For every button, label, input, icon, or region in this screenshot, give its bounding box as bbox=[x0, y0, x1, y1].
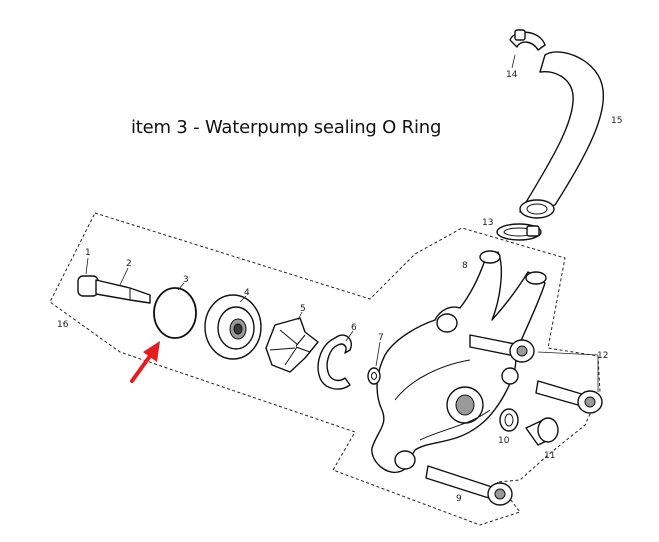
callout-1: 1 bbox=[85, 248, 91, 258]
callout-13: 13 bbox=[482, 218, 493, 228]
circlip-part-6 bbox=[317, 330, 354, 390]
plug-part-11 bbox=[525, 417, 559, 446]
pump-housing-part-8 bbox=[371, 250, 547, 474]
highlight-arrow bbox=[130, 341, 160, 383]
callout-8: 8 bbox=[462, 261, 468, 271]
callout-6: 6 bbox=[351, 323, 357, 333]
impeller-part-5 bbox=[265, 311, 319, 373]
washer-part-10 bbox=[499, 408, 519, 432]
callout-15: 15 bbox=[611, 116, 622, 126]
callout-11: 11 bbox=[544, 451, 555, 461]
hose-part-15 bbox=[519, 51, 605, 219]
bolts-part-12 bbox=[469, 334, 603, 414]
diagram-caption: item 3 - Waterpump sealing O Ring bbox=[131, 117, 442, 138]
callout-16: 16 bbox=[57, 320, 69, 330]
callout-4: 4 bbox=[244, 288, 250, 298]
callout-5: 5 bbox=[300, 304, 306, 314]
callout-12: 12 bbox=[597, 351, 608, 361]
callout-7: 7 bbox=[378, 333, 384, 343]
callout-3: 3 bbox=[183, 275, 189, 285]
o-ring-part-3 bbox=[153, 282, 197, 339]
shaft-part-1-2 bbox=[77, 257, 151, 304]
hose-clip-part-13 bbox=[496, 223, 542, 241]
callout-2: 2 bbox=[126, 259, 132, 269]
callout-9: 9 bbox=[456, 494, 462, 504]
seal-part-4 bbox=[204, 294, 262, 360]
callout-14: 14 bbox=[506, 70, 518, 80]
bolt-part-9 bbox=[425, 465, 513, 506]
hose-clip-part-14 bbox=[509, 29, 546, 69]
washer-part-7 bbox=[367, 341, 381, 385]
callout-10: 10 bbox=[498, 436, 510, 446]
